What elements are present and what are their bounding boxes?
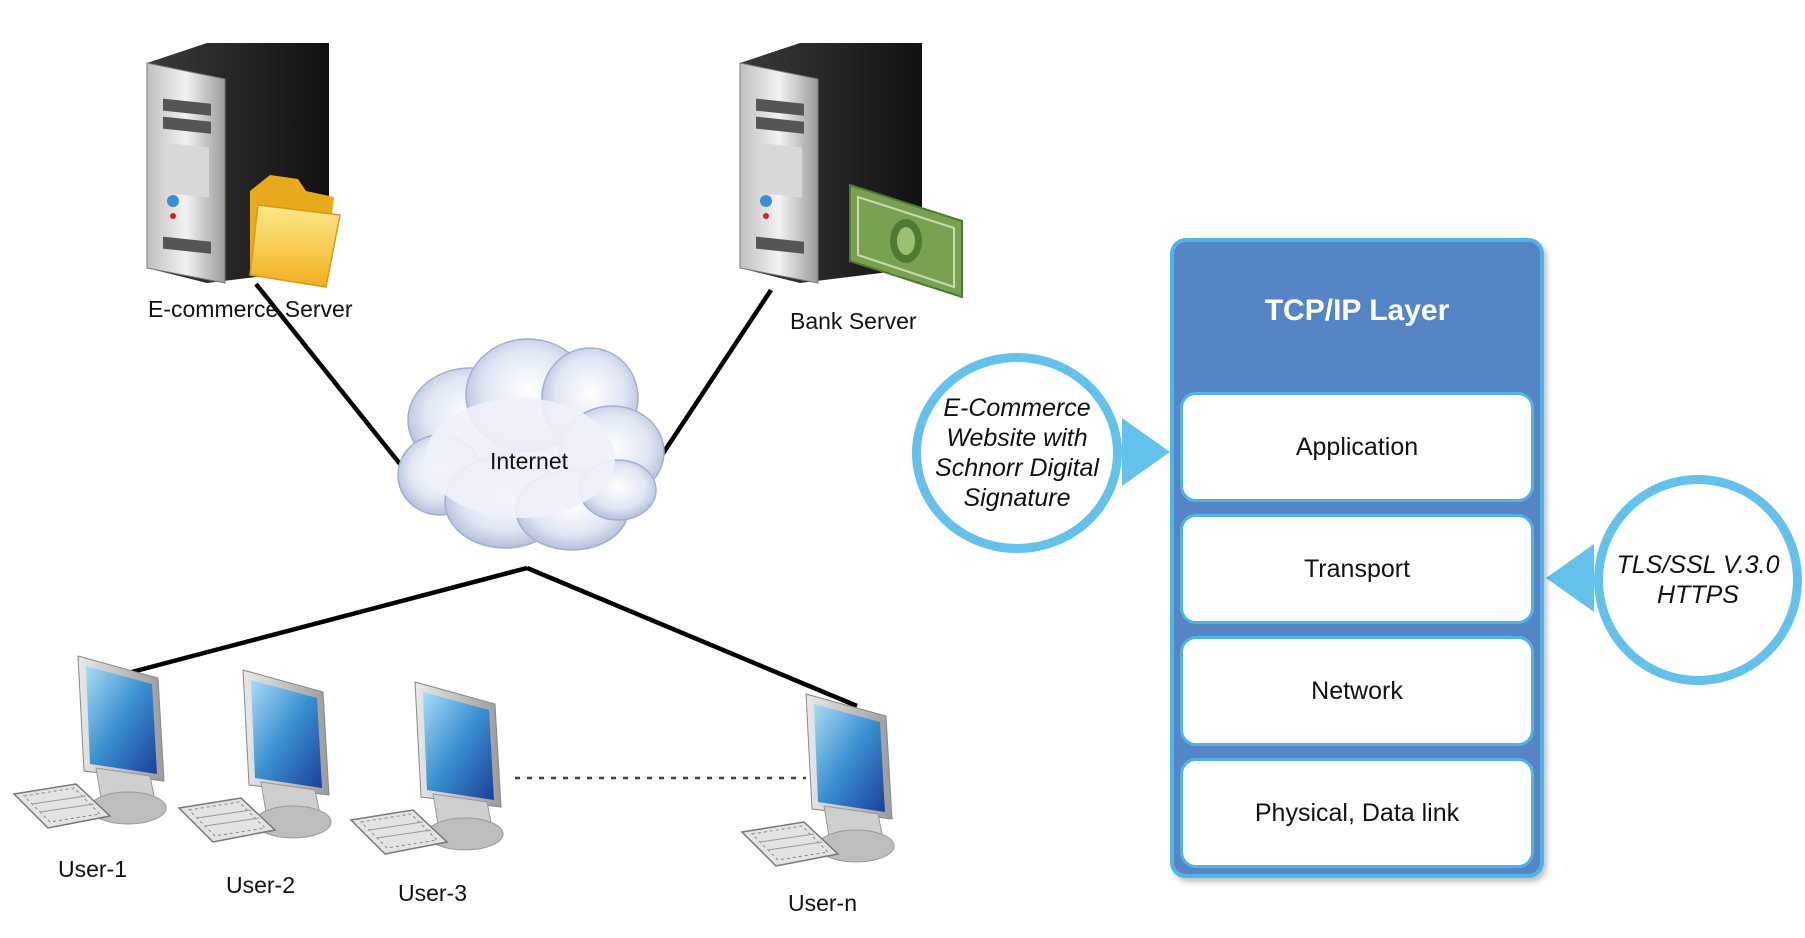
- line-ecommerce-internet: [254, 282, 402, 466]
- computer-icon: [13, 655, 167, 829]
- ecommerce-server-label: E-commerce Server: [148, 296, 353, 322]
- ecommerce-server: [146, 43, 341, 288]
- tcpip-layer-box: TCP/IP Layer Application Transport Netwo…: [1170, 238, 1544, 878]
- cloud-icon: [397, 338, 665, 551]
- user-n-label: User-n: [788, 890, 858, 916]
- user-1-label: User-1: [58, 856, 128, 882]
- callout-ecommerce-signature: E-Commerce Website with Schnorr Digital …: [912, 353, 1122, 553]
- callout-left-line-1: E-Commerce: [943, 394, 1091, 422]
- line-internet-usern: [526, 565, 858, 709]
- computer-user-1: [13, 655, 167, 829]
- line-internet-user1: [127, 565, 528, 676]
- computer-icon: [741, 693, 895, 867]
- callout-right-line-1: TLS/SSL V.3.0: [1616, 551, 1780, 579]
- computer-user-n: [741, 693, 895, 867]
- folder-icon: [249, 175, 341, 288]
- line-bank-internet: [654, 288, 773, 466]
- computer-icon: [350, 681, 504, 855]
- connection-lines: [127, 282, 858, 709]
- layer-network: Network: [1180, 636, 1534, 746]
- layer-application: Application: [1180, 392, 1534, 502]
- arrow-left-callout: [1122, 418, 1170, 486]
- callout-left-line-3: Schnorr Digital: [935, 454, 1099, 482]
- callout-left-line-2: Website with: [946, 424, 1088, 452]
- user-2-label: User-2: [226, 872, 296, 898]
- user-3-label: User-3: [398, 880, 468, 906]
- bank-server: [739, 43, 963, 299]
- computer-user-2: [178, 669, 332, 843]
- callout-tls-ssl: TLS/SSL V.3.0 HTTPS: [1594, 475, 1802, 685]
- callout-right-line-2: HTTPS: [1657, 581, 1739, 609]
- computer-user-3: [350, 681, 504, 855]
- computer-icon: [178, 669, 332, 843]
- layer-transport: Transport: [1180, 514, 1534, 624]
- tcpip-title: TCP/IP Layer: [1264, 294, 1450, 327]
- layer-physical-datalink: Physical, Data link: [1180, 758, 1534, 868]
- callout-left-line-4: Signature: [963, 484, 1071, 512]
- internet-label: Internet: [490, 448, 568, 474]
- bank-server-label: Bank Server: [790, 308, 917, 334]
- money-icon: [849, 183, 963, 299]
- arrow-right-callout: [1546, 544, 1594, 612]
